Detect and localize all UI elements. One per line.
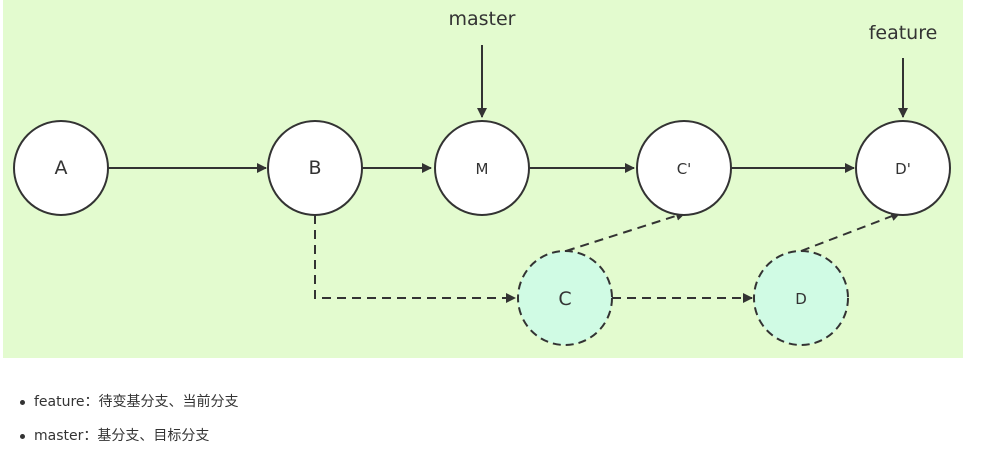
commit-c-original-node <box>517 250 613 346</box>
commit-b-label: B <box>308 157 321 179</box>
commit-c-prime-node <box>636 120 732 216</box>
commit-m-label: M <box>476 160 489 178</box>
edge-c-c2-dashed <box>565 210 686 252</box>
commit-c-original-label: C <box>558 288 571 310</box>
note-term: master <box>34 428 84 444</box>
commit-c-prime-label: C' <box>677 160 692 178</box>
master-pointer-label: master <box>448 8 515 30</box>
rebase-diagram: A B M C' D' C D master feature <box>3 0 963 358</box>
note-text: 待变基分支、当前分支 <box>98 394 239 410</box>
commit-d-prime-node <box>855 120 951 216</box>
note-separator: ： <box>84 394 99 410</box>
commit-d-prime-label: D' <box>895 160 911 178</box>
note-text: 基分支、目标分支 <box>97 428 210 444</box>
commit-d-original-node <box>753 250 849 346</box>
edge-b-c-dashed <box>314 215 516 303</box>
note-term: feature <box>34 394 85 410</box>
edge-d-d2-dashed <box>800 211 901 252</box>
note-separator: ： <box>83 428 98 444</box>
note-master: master：基分支、目标分支 <box>20 424 239 458</box>
note-feature: feature：待变基分支、当前分支 <box>20 390 239 424</box>
branch-notes-list: feature：待变基分支、当前分支 master：基分支、目标分支 <box>20 390 239 458</box>
commit-d-original-label: D <box>795 290 807 308</box>
commit-b-node <box>267 120 363 216</box>
commit-m-node <box>434 120 530 216</box>
commit-a-label: A <box>55 157 68 179</box>
commit-a-node <box>13 120 109 216</box>
feature-pointer-label: feature <box>869 22 938 44</box>
